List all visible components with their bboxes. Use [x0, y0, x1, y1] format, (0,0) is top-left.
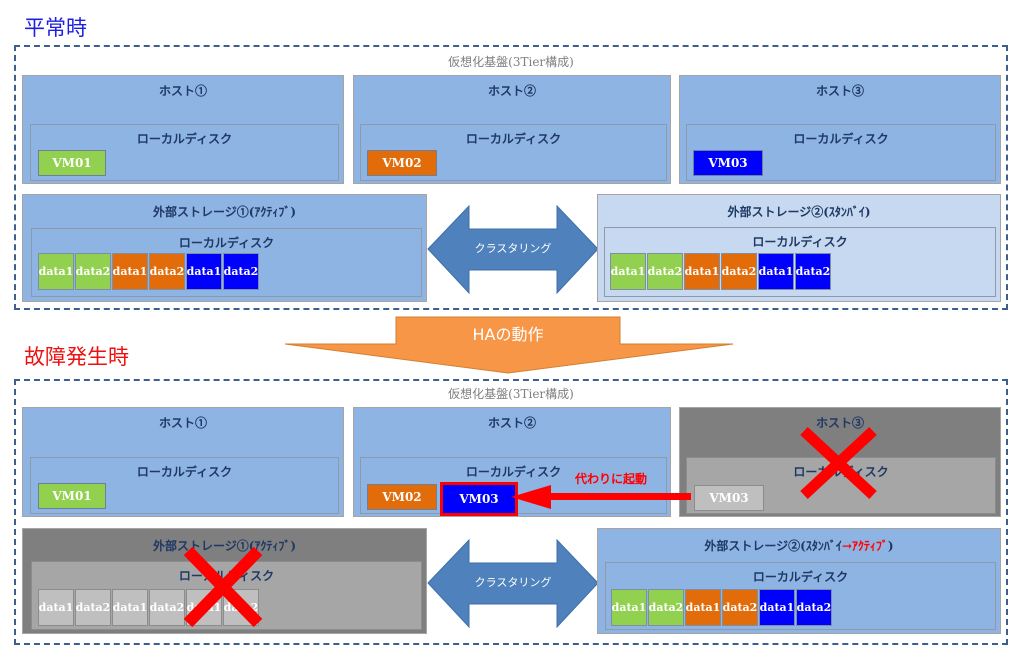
disk-label: ローカルディスク — [465, 465, 562, 479]
vm-box: VM03 — [693, 150, 763, 176]
platform-label: 仮想化基盤(3Tier構成) — [448, 55, 574, 69]
failure-storage-2-now-active: 外部ストレージ②(ｽﾀﾝﾊﾞｲ→ｱｸﾃｨﾌﾞ) ローカルディスク data1 d… — [597, 528, 1001, 634]
failure-state-title: 故障発生時 — [24, 345, 129, 369]
vm-box: VM02 — [367, 484, 437, 510]
local-disk: ローカルディスク data1 data2 data1 data2 data1 d… — [604, 227, 996, 297]
failure-host-1: ホスト① ローカルディスク VM01 — [22, 407, 344, 517]
host-label: ホスト① — [158, 84, 207, 98]
local-disk: ローカルディスク VM02 VM03 — [360, 457, 667, 516]
local-disk: ローカルディスク data1 data2 data1 data2 data1 d… — [31, 228, 422, 297]
disk-label: ローカルディスク — [465, 132, 562, 146]
clustering-label: クラスタリング — [474, 576, 552, 589]
disk-label: ローカルディスク — [793, 132, 889, 146]
data-block: data1 — [611, 589, 647, 626]
vm-box: VM01 — [38, 483, 106, 509]
data-block: data1 — [684, 253, 720, 290]
clustering-label: クラスタリング — [474, 242, 552, 255]
data-block: data2 — [796, 589, 832, 626]
data-block: data1 — [112, 589, 148, 626]
data-block: data2 — [223, 253, 259, 290]
data-block: data2 — [149, 253, 185, 290]
data-block: data1 — [759, 589, 795, 626]
ha-arrow-label: HAの動作 — [472, 325, 544, 344]
disk-label: ローカルディスク — [178, 236, 275, 250]
data-block: data1 — [38, 253, 74, 290]
failed-over-vm-box: VM03 — [440, 482, 518, 516]
data-block: data1 — [112, 253, 148, 290]
failure-platform-frame: 仮想化基盤(3Tier構成) — [14, 379, 1008, 645]
failure-x-icon — [800, 426, 877, 500]
data-block: data1 — [610, 253, 646, 290]
normal-host-1: ホスト① ローカルディスク VM01 — [22, 75, 344, 184]
host-label: ホスト② — [487, 416, 536, 430]
data-block: data2 — [795, 253, 831, 290]
storage-label-suffix: ) — [887, 539, 894, 553]
data-block: data1 — [758, 253, 794, 290]
local-disk: ローカルディスク data1 data2 data1 data2 data1 d… — [605, 562, 996, 630]
data-block: data2 — [722, 589, 758, 626]
data-block: data2 — [647, 253, 683, 290]
failover-label: 代わりに起動 — [575, 472, 648, 486]
platform-label: 仮想化基盤(3Tier構成) — [448, 387, 574, 401]
normal-storage-2: 外部ストレージ②(ｽﾀﾝﾊﾞｲ) ローカルディスク data1 data2 da… — [597, 194, 1001, 302]
data-block: data1 — [38, 589, 74, 626]
local-disk: ローカルディスク VM02 — [360, 124, 667, 181]
data-block: data2 — [149, 589, 185, 626]
storage-label: 外部ストレージ①(ｱｸﾃｨﾌﾞ) — [152, 539, 297, 553]
normal-host-2: ホスト② ローカルディスク VM02 — [353, 75, 671, 184]
storage-label: 外部ストレージ②(ｽﾀﾝﾊﾞｲ) — [727, 205, 871, 219]
ha-arrow-icon — [284, 316, 734, 374]
host-label: ホスト③ — [815, 84, 864, 98]
failover-arrow-icon — [511, 485, 691, 509]
data-block: data2 — [721, 253, 757, 290]
disk-label: ローカルディスク — [752, 235, 848, 249]
vm-box: VM03 — [694, 485, 764, 511]
normal-state-title: 平常時 — [24, 16, 87, 40]
storage-label: 外部ストレージ①(ｱｸﾃｨﾌﾞ) — [152, 205, 297, 219]
data-block: data1 — [186, 253, 222, 290]
failure-host-3-failed: ホスト③ ローカルディスク VM03 — [679, 407, 1001, 517]
normal-storage-1: 外部ストレージ①(ｱｸﾃｨﾌﾞ) ローカルディスク data1 data2 da… — [22, 194, 427, 302]
data-block: data2 — [75, 589, 111, 626]
vm-box: VM02 — [367, 150, 437, 176]
failure-x-icon — [183, 546, 263, 628]
disk-label: ローカルディスク — [752, 570, 849, 584]
vm-box: VM01 — [38, 150, 106, 176]
host-label: ホスト① — [158, 416, 207, 430]
storage-state-change: →ｱｸﾃｨﾌﾞ — [841, 539, 888, 553]
data-block: data2 — [648, 589, 684, 626]
local-disk: ローカルディスク VM01 — [30, 124, 339, 181]
storage-label-prefix: 外部ストレージ②(ｽﾀﾝﾊﾞｲ — [704, 539, 842, 553]
data-block: data2 — [75, 253, 111, 290]
local-disk: ローカルディスク VM01 — [30, 457, 339, 514]
normal-platform-frame: 仮想化基盤(3Tier構成) — [14, 45, 1008, 310]
local-disk: ローカルディスク VM03 — [686, 124, 996, 181]
disk-label: ローカルディスク — [136, 465, 233, 479]
storage-label: 外部ストレージ②(ｽﾀﾝﾊﾞｲ→ｱｸﾃｨﾌﾞ) — [598, 537, 1000, 554]
normal-host-3: ホスト③ ローカルディスク VM03 — [679, 75, 1001, 184]
host-label: ホスト③ — [815, 416, 864, 430]
host-label: ホスト② — [487, 84, 536, 98]
disk-label: ローカルディスク — [136, 132, 233, 146]
data-block: data1 — [685, 589, 721, 626]
